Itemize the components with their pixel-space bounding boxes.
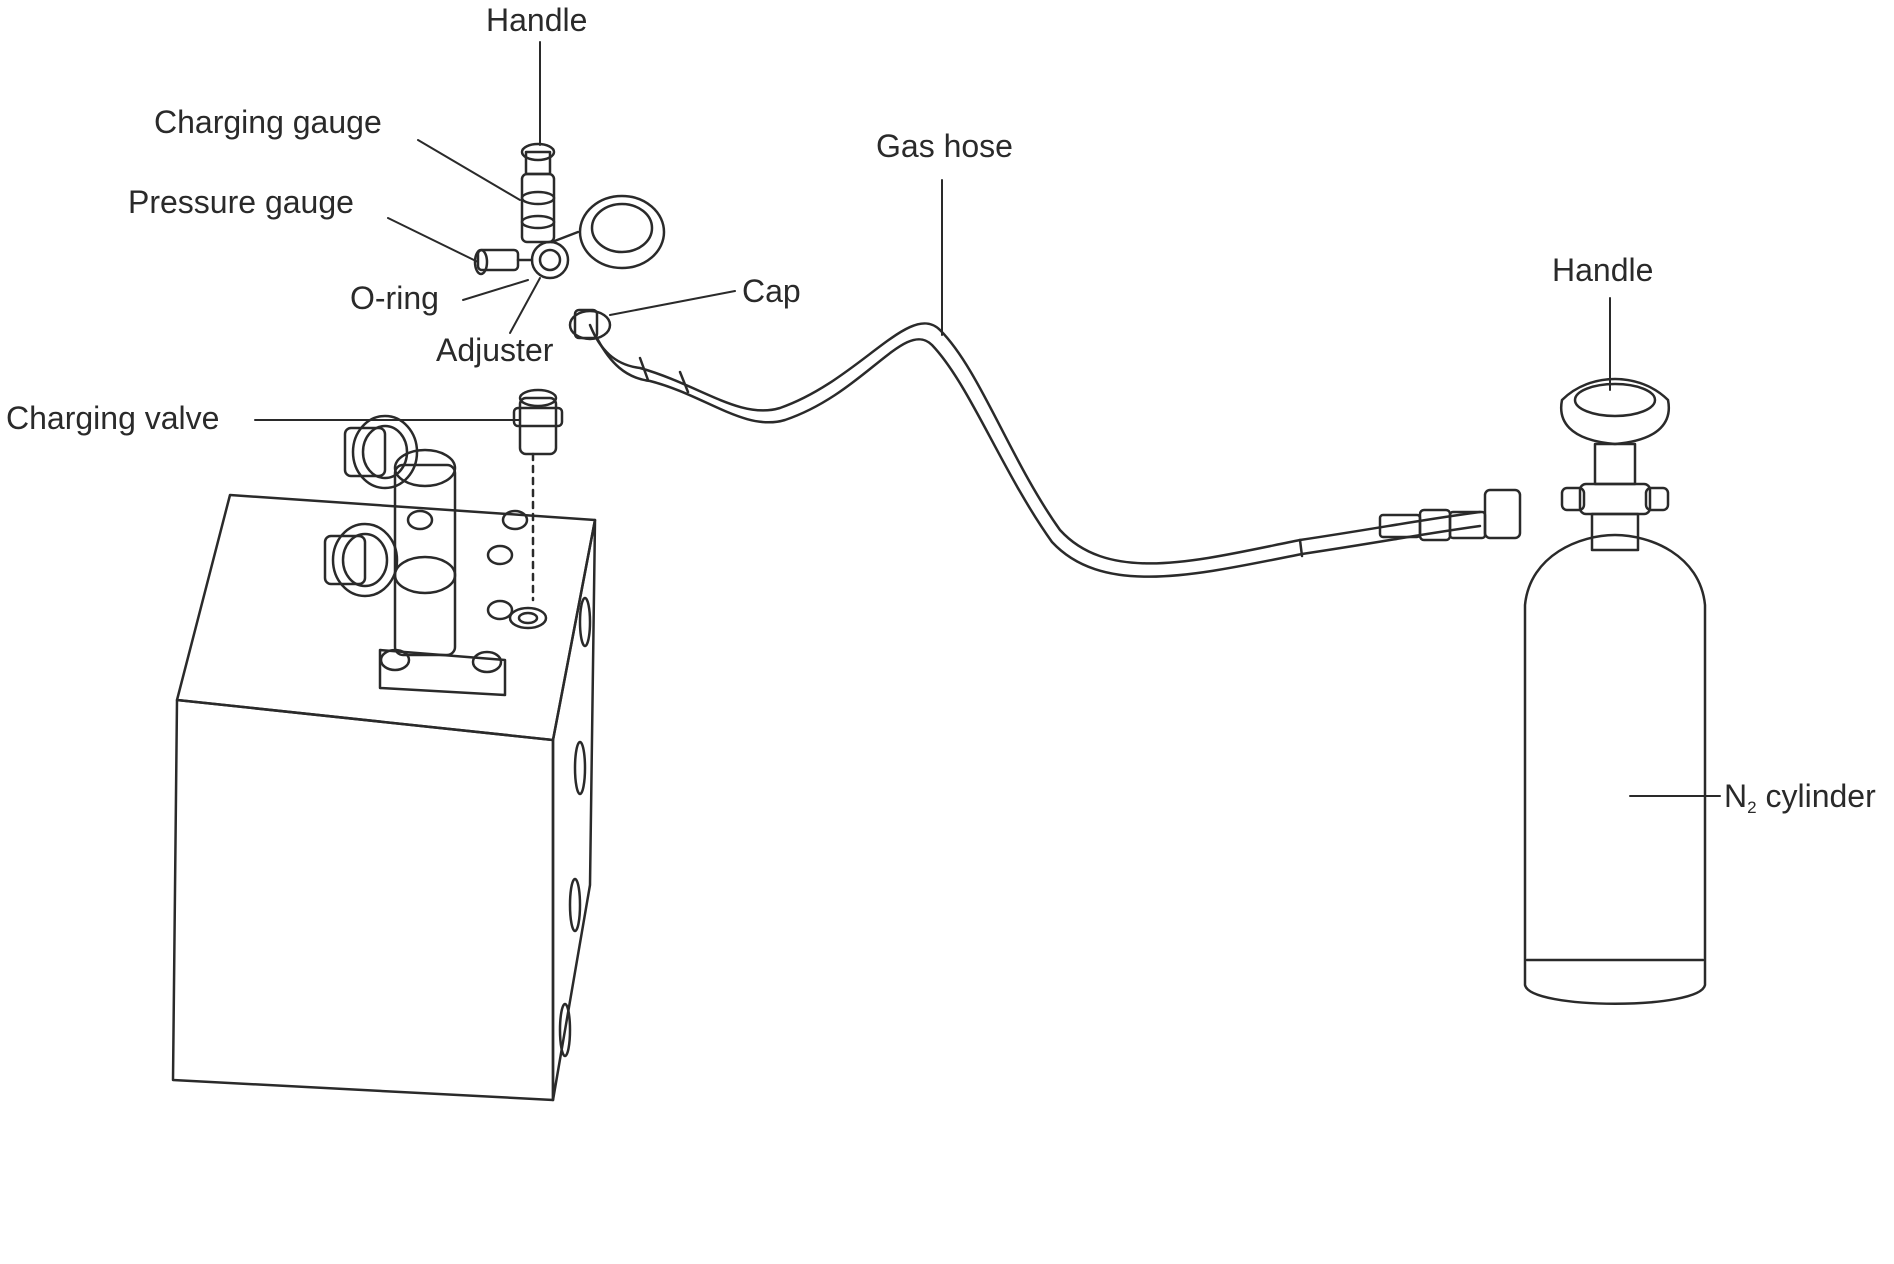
label-cap: Cap xyxy=(742,273,801,309)
label-handle-cylinder: Handle xyxy=(1552,252,1654,288)
charging-gauge-assembly xyxy=(473,142,666,280)
gas-hose xyxy=(568,308,1522,578)
label-n2-cylinder-rest: cylinder xyxy=(1756,778,1876,814)
label-n2-cylinder-subscript: 2 xyxy=(1747,798,1757,817)
label-adjuster: Adjuster xyxy=(436,332,554,368)
label-n2-cylinder-n: N xyxy=(1724,778,1748,814)
n2-cylinder xyxy=(1523,377,1707,1005)
label-charging-gauge: Charging gauge xyxy=(154,104,382,140)
label-o-ring: O-ring xyxy=(350,280,439,316)
label-gas-hose: Gas hose xyxy=(876,128,1013,164)
manifold-block xyxy=(171,414,597,1102)
label-n2-cylinder: N2 cylinder xyxy=(1724,778,1876,816)
label-handle-top: Handle xyxy=(486,2,588,38)
label-pressure-gauge: Pressure gauge xyxy=(128,184,354,220)
charging-valve xyxy=(512,388,564,602)
label-charging-valve: Charging valve xyxy=(6,400,220,436)
